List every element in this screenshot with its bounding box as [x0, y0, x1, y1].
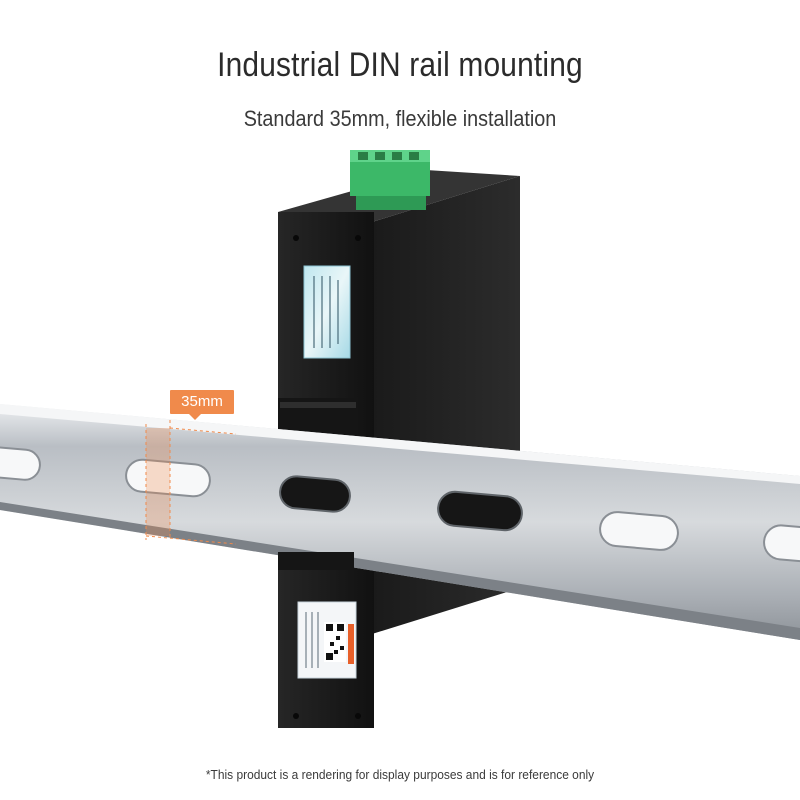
qr-label-sticker: [297, 601, 357, 679]
page-title: Industrial DIN rail mounting: [217, 46, 583, 84]
rail-clip-bottom: [278, 552, 354, 570]
callout-pointer: [188, 413, 202, 420]
dimension-indicator: [145, 420, 237, 545]
certification-sticker: [303, 265, 351, 359]
rail-clip-top: [278, 398, 358, 436]
rail-slots-dark: [279, 475, 523, 532]
din-rail: [0, 404, 800, 640]
page-subtitle: Standard 35mm, flexible installation: [243, 106, 557, 131]
disclaimer-text: *This product is a rendering for display…: [205, 767, 595, 782]
rail-slots: [0, 445, 800, 564]
dimension-callout: 35mm: [170, 390, 234, 414]
terminal-block: [350, 150, 430, 210]
